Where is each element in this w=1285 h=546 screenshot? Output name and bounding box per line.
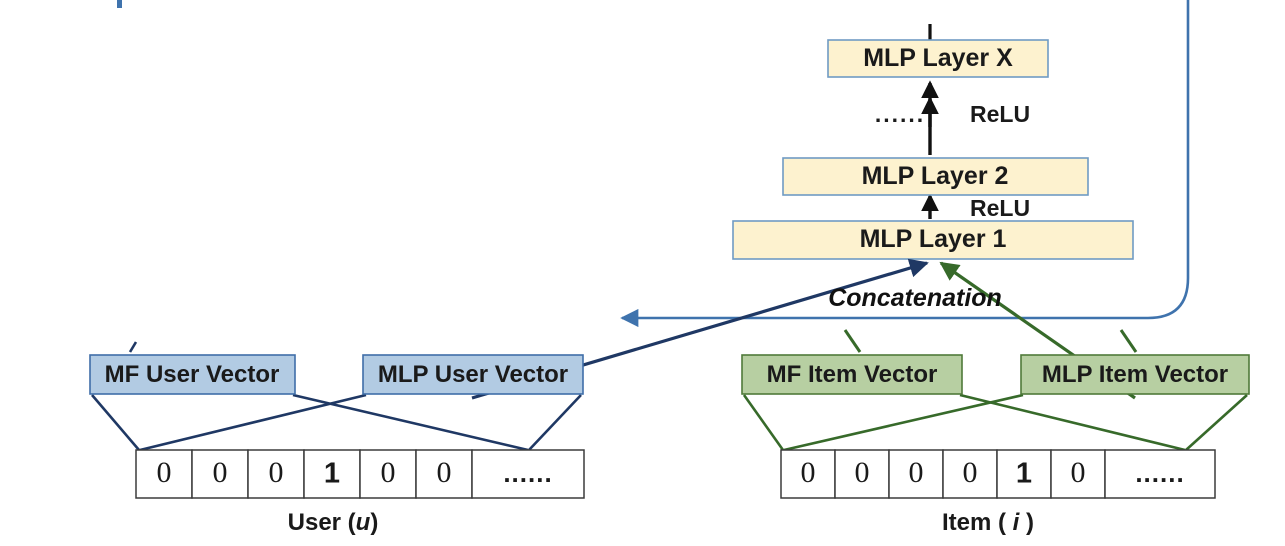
item-mlp-top-stub (1119, 329, 1138, 353)
mlp-user-vector-label: MLP User Vector (378, 361, 568, 388)
item-axis-symbol: i (1013, 509, 1021, 536)
item-mlp-right-leg (1185, 394, 1248, 451)
user-axis-symbol: u (356, 509, 371, 536)
item-onehot-cell-1[interactable] (834, 449, 890, 499)
user-mlp-right-leg (528, 394, 582, 451)
concatenation-label: Concatenation (828, 284, 1002, 312)
item-onehot-cell-5-value: 0 (1071, 456, 1086, 489)
mlp-user-vector-box[interactable] (362, 354, 584, 395)
item-onehot-cell-6[interactable] (1104, 449, 1216, 499)
item-onehot-cell-2[interactable] (888, 449, 944, 499)
user-onehot-vector: 0 0 0 1 0 0...... (135, 449, 585, 499)
mf-user-crossing-edges (0, 288, 745, 345)
mlp-layer-1-label: MLP Layer 1 (860, 225, 1007, 253)
user-onehot-cell-4-value: 0 (381, 456, 396, 489)
mlp-layer-x-label: MLP Layer X (863, 44, 1013, 72)
mlp-layer-2-label: MLP Layer 2 (862, 162, 1009, 190)
mlp-layer-x[interactable]: MLP Layer X (827, 39, 1049, 78)
item-mf-left-leg (742, 394, 785, 451)
mlp-layer-1[interactable]: MLP Layer 1 (732, 220, 1134, 260)
mlp-item-vector-box[interactable] (1020, 354, 1250, 395)
user-axis-prefix: User ( (288, 509, 356, 536)
mlp-layer-2-box[interactable] (782, 157, 1089, 196)
gmf-routing-curve (620, 0, 1190, 328)
mlp-layer-2[interactable]: MLP Layer 2 (782, 157, 1089, 196)
mlp-ellipsis-label: ...... (875, 101, 925, 127)
user-onehot-cell-5[interactable] (415, 449, 473, 499)
item-onehot-cell-0[interactable] (780, 449, 836, 499)
user-onehot-cell-6[interactable] (471, 449, 585, 499)
mf-item-vector[interactable]: MF Item Vector (741, 354, 963, 395)
user-axis-label: User (u) (288, 509, 379, 536)
mf-user-vector[interactable]: MF User Vector (89, 354, 296, 395)
user-mlp-left-leg (139, 393, 367, 452)
item-axis-prefix: Item ( (942, 509, 1013, 536)
item-onehot-cell-2-value: 0 (909, 456, 924, 489)
mf-user-vector-box[interactable] (89, 354, 296, 395)
user-axis-suffix: ) (370, 509, 378, 536)
item-onehot-cell-5[interactable] (1050, 449, 1106, 499)
mlp-layer-1-box[interactable] (732, 220, 1134, 260)
mf-user-vector-label: MF User Vector (105, 361, 280, 388)
mf-item-vector-box[interactable] (741, 354, 963, 395)
item-axis-label: Item ( i ) (942, 509, 1034, 536)
item-onehot-cell-3-value: 0 (963, 456, 978, 489)
item-crossing-connectors (742, 329, 1248, 452)
user-onehot-cell-0[interactable] (135, 449, 193, 499)
item-mf-top-stub (843, 329, 862, 353)
user-onehot-cell-3-value: 1 (324, 458, 340, 490)
user-crossing-connectors (91, 341, 582, 452)
user-mf-top-stub (128, 341, 138, 353)
item-mf-right-leg (959, 393, 1186, 452)
mlp-item-vector[interactable]: MLP Item Vector (1020, 354, 1250, 395)
relu-label-lower: ReLU (970, 195, 1030, 221)
mlp-layer-x-box[interactable] (827, 39, 1049, 78)
user-onehot-cell-5-value: 0 (437, 456, 452, 489)
item-onehot-cell-3[interactable] (942, 449, 998, 499)
item-onehot-cell-4-value: 1 (1016, 458, 1032, 490)
item-mlp-left-leg (783, 393, 1024, 452)
item-onehot-cell-6-value: ...... (1135, 458, 1184, 488)
top-blue-tick (117, 0, 122, 8)
user-onehot-cell-0-value: 0 (157, 456, 172, 489)
item-onehot-vector: 0 0 0 0 1 0...... (780, 449, 1216, 499)
item-onehot-cell-4[interactable] (996, 449, 1052, 499)
item-axis-suffix: ) (1019, 509, 1034, 536)
user-mf-left-leg (91, 394, 140, 451)
user-onehot-cell-1-value: 0 (213, 456, 228, 489)
item-onehot-cell-1-value: 0 (855, 456, 870, 489)
mlp-user-vector[interactable]: MLP User Vector (362, 354, 584, 395)
mlp-item-vector-label: MLP Item Vector (1042, 361, 1228, 388)
relu-label-upper: ReLU (970, 101, 1030, 127)
user-onehot-cell-4[interactable] (359, 449, 417, 499)
user-onehot-cell-3[interactable] (303, 449, 361, 499)
user-onehot-cell-2-value: 0 (269, 456, 284, 489)
user-onehot-cell-6-value: ...... (503, 458, 552, 488)
item-onehot-cell-0-value: 0 (801, 456, 816, 489)
user-onehot-cell-1[interactable] (191, 449, 249, 499)
mf-item-vector-label: MF Item Vector (767, 361, 938, 388)
